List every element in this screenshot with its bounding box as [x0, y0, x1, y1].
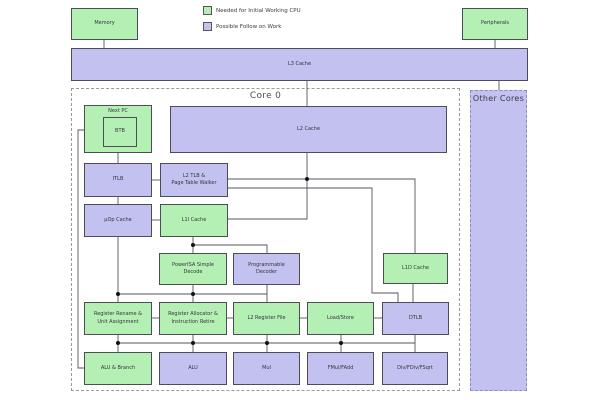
next-pc-label: Next PC	[108, 108, 128, 114]
reg-alloc-label: Register Allocator & Instruction Retire	[168, 311, 218, 325]
l2-tlb-label: L2 TLB & Page Table Walker	[171, 172, 217, 187]
l1i-cache-box: L1I Cache	[160, 204, 228, 237]
alu-branch-label: ALU & Branch	[100, 364, 136, 371]
junction-dot	[265, 341, 269, 345]
memory-label: Memory	[94, 20, 115, 27]
legend-item-initial-cpu: Needed for Initial Working CPU	[203, 6, 301, 15]
core-0-region: Core 0	[71, 88, 460, 391]
powerisa-decode-box: PowerISA Simple Decode	[159, 253, 227, 285]
alu-box: ALU	[159, 352, 227, 385]
l2-register-file-label: L2 Register File	[247, 314, 286, 321]
junction-dot	[116, 292, 120, 296]
legend-label: Needed for Initial Working CPU	[216, 7, 301, 14]
programmable-decoder-box: Programmable Decoder	[233, 253, 300, 285]
load-store-label: Load/Store	[327, 314, 354, 321]
edge-l2-tlb-to-l1d	[228, 178, 416, 253]
edge-l2-cache-to-l1i	[228, 153, 308, 220]
mul-label: Mul	[262, 364, 271, 371]
fmul-fadd-label: FMul/FAdd	[327, 364, 354, 371]
core-0-label: Core 0	[249, 91, 282, 101]
other-cores-label: Other Cores	[472, 94, 525, 103]
itlb-label: ITLB	[112, 176, 124, 183]
l2-tlb-box: L2 TLB & Page Table Walker	[160, 163, 228, 197]
edge-l2-tlb-to-dtlb	[228, 187, 399, 302]
uop-cache-label: µOp Cache	[104, 216, 132, 223]
btb-label: BTB	[115, 128, 125, 135]
l2-cache-box: L2 Cache	[170, 106, 447, 153]
l3-cache-label: L3 Cache	[287, 60, 312, 67]
edge-branch-loopback	[77, 129, 84, 369]
junction-dot	[191, 341, 195, 345]
legend-label: Possible Follow on Work	[216, 23, 282, 30]
itlb-box: ITLB	[84, 163, 152, 197]
other-cores-region: Other Cores	[470, 90, 527, 391]
peripherals-label: Peripherals	[481, 20, 509, 27]
edge-l1i-to-prog-decoder	[193, 244, 268, 253]
junction-dot	[116, 341, 120, 345]
alu-branch-box: ALU & Branch	[84, 352, 152, 385]
fmul-fadd-box: FMul/FAdd	[307, 352, 374, 385]
legend-item-follow-on: Possible Follow on Work	[203, 22, 301, 31]
memory-box: Memory	[71, 8, 138, 40]
junction-dot	[191, 243, 195, 247]
peripherals-box: Peripherals	[462, 8, 528, 40]
l1d-cache-box: L1D Cache	[383, 253, 448, 284]
alu-label: ALU	[188, 364, 198, 371]
dtlb-label: DTLB	[408, 314, 423, 321]
purple-swatch-icon	[203, 22, 212, 31]
btb-box: BTB	[103, 117, 137, 147]
mul-box: Mul	[233, 352, 300, 385]
l3-cache-box: L3 Cache	[71, 48, 528, 81]
dtlb-box: DTLB	[382, 302, 449, 335]
l2-register-file-box: L2 Register File	[233, 302, 300, 335]
reg-rename-box: Register Rename & Unit Assignment	[84, 302, 152, 335]
junction-dot	[305, 177, 309, 181]
uop-cache-box: µOp Cache	[84, 204, 152, 237]
l1d-cache-label: L1D Cache	[402, 264, 429, 271]
reg-alloc-box: Register Allocator & Instruction Retire	[159, 302, 227, 335]
l1i-cache-label: L1I Cache	[181, 216, 207, 223]
div-fdiv-fsqrt-box: Div/FDiv/FSqrt	[382, 352, 448, 385]
legend: Needed for Initial Working CPU Possible …	[203, 6, 301, 31]
powerisa-decode-label: PowerISA Simple Decode	[172, 261, 214, 276]
junction-dot	[339, 341, 343, 345]
programmable-decoder-label: Programmable Decoder	[248, 261, 285, 276]
div-fdiv-fsqrt-label: Div/FDiv/FSqrt	[397, 364, 433, 371]
green-swatch-icon	[203, 6, 212, 15]
junction-dot	[191, 292, 195, 296]
l2-cache-label: L2 Cache	[296, 125, 321, 132]
load-store-box: Load/Store	[307, 302, 374, 335]
reg-rename-label: Register Rename & Unit Assignment	[93, 311, 143, 325]
